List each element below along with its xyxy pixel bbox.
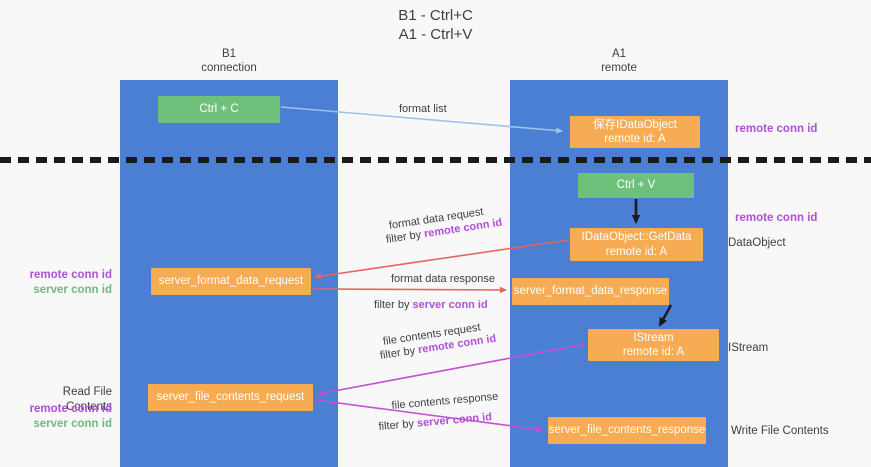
annotation-istream: IStream	[728, 342, 769, 354]
arrow-file-contents-request	[317, 343, 587, 397]
filter-key-server-conn-id: server conn id	[412, 299, 488, 311]
annotation-server-conn-id: server conn id	[33, 417, 112, 430]
diagram-title: B1 - Ctrl+C A1 - Ctrl+V	[398, 7, 473, 43]
arrow-format-data-request	[314, 239, 569, 280]
node-server-file-contents-response[interactable]: server_file_contents_response	[548, 417, 706, 444]
arrow-format-data-response	[312, 286, 507, 294]
filter-prefix: filter by	[374, 299, 413, 311]
node-ctrl-v[interactable]: Ctrl + V	[578, 173, 694, 198]
node-server-file-contents-request[interactable]: server_file_contents_request	[148, 384, 313, 411]
node-server-format-data-request[interactable]: server_format_data_request	[151, 268, 311, 295]
swimlane-header-a1: A1 remote	[601, 48, 637, 74]
node-idataobject-getdata[interactable]: IDataObject::GetData remote id: A	[570, 228, 703, 261]
edge-label-format-data-response: format data response	[391, 273, 495, 285]
swimlane-header-b1: B1 connection	[201, 48, 257, 74]
edge-label-format-list: format list	[399, 103, 447, 115]
node-idataobject[interactable]: 保存IDataObject remote id: A	[570, 116, 700, 148]
arrow-file-contents-response	[315, 399, 543, 433]
annotation-write-file-contents: Write File Contents	[731, 425, 829, 437]
filter-prefix: filter by	[378, 417, 418, 433]
edge-label-format-data-response-filter: filter by server conn id	[374, 298, 488, 312]
annotation-left-conn-ids-mid: remote conn id server conn id	[20, 268, 112, 297]
annotation-right-remote-conn-id-mid: remote conn id	[735, 212, 818, 224]
node-ctrl-c[interactable]: Ctrl + C	[158, 96, 280, 123]
annotation-remote-conn-id: remote conn id	[29, 403, 112, 415]
arrow-response-to-istream	[658, 304, 673, 327]
annotation-remote-conn-id: remote conn id	[29, 269, 112, 281]
annotation-server-conn-id: server conn id	[33, 283, 112, 296]
node-server-format-data-response[interactable]: server_format_data_response	[512, 278, 669, 305]
node-istream[interactable]: IStream remote id: A	[588, 329, 719, 361]
annotation-read-file-contents: Read File Contents	[62, 386, 112, 413]
annotation-dataobject: DataObject	[728, 237, 786, 249]
annotation-left-conn-ids-bottom: remote conn id server conn id	[20, 402, 112, 431]
arrow-format-list	[280, 106, 563, 134]
annotation-right-remote-conn-id-top: remote conn id	[735, 123, 818, 135]
